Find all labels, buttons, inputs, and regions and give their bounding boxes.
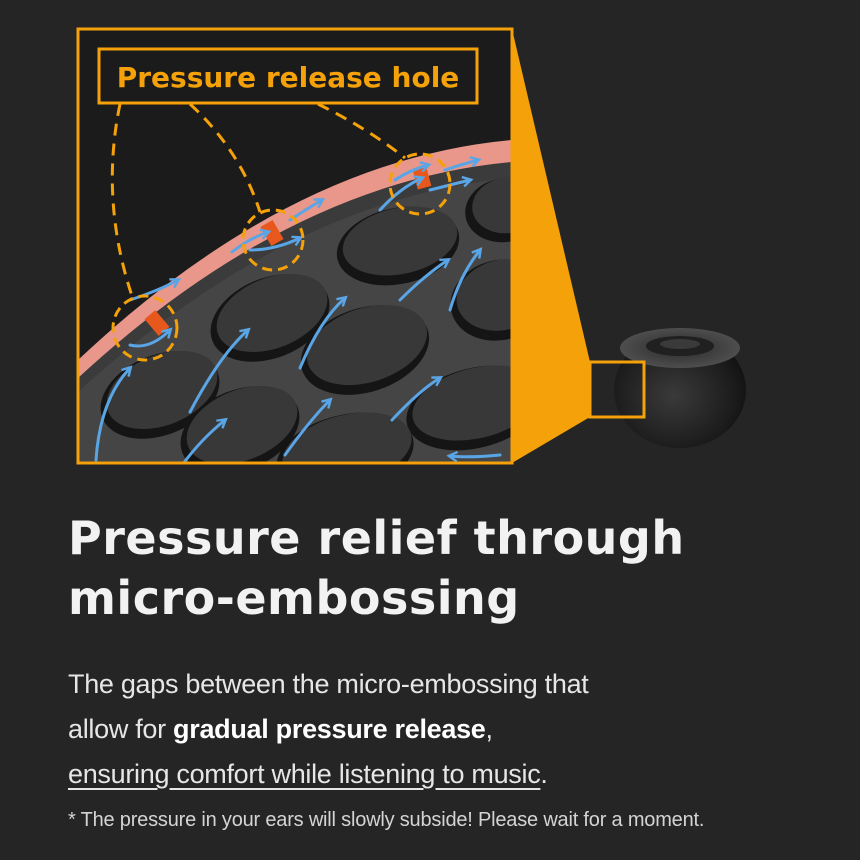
description-emphasis: gradual pressure release [173, 714, 486, 744]
description-line-1: The gaps between the micro-embossing tha… [68, 669, 589, 699]
callout-leaders [110, 102, 406, 297]
airflow-arrows [94, 156, 502, 463]
description: The gaps between the micro-embossing tha… [68, 662, 589, 797]
description-line-3-suffix: . [540, 759, 548, 789]
pressure-hole-marker-icon [111, 152, 452, 362]
headline: Pressure relief through micro-embossing [68, 508, 685, 628]
description-line-2: allow for gradual pressure release, [68, 707, 589, 752]
footnote: * The pressure in your ears will slowly … [68, 809, 705, 831]
callout-label: Pressure release hole [117, 61, 460, 94]
headline-line-1: Pressure relief through [68, 511, 685, 565]
micro-embossing-illustration: Pressure release hole [76, 27, 746, 465]
eartip-icon [588, 328, 746, 448]
description-underlined: ensuring comfort while listening to musi… [68, 759, 541, 789]
zoom-box: Pressure release hole [78, 29, 512, 463]
zoom-connector [512, 29, 590, 463]
headline-line-2: micro-embossing [68, 571, 520, 625]
callout-box [97, 47, 479, 105]
zoom-box-border [76, 27, 514, 465]
description-line-3: ensuring comfort while listening to musi… [68, 752, 589, 797]
description-line-2-suffix: , [485, 714, 494, 744]
description-line-2-prefix: allow for [68, 714, 174, 744]
